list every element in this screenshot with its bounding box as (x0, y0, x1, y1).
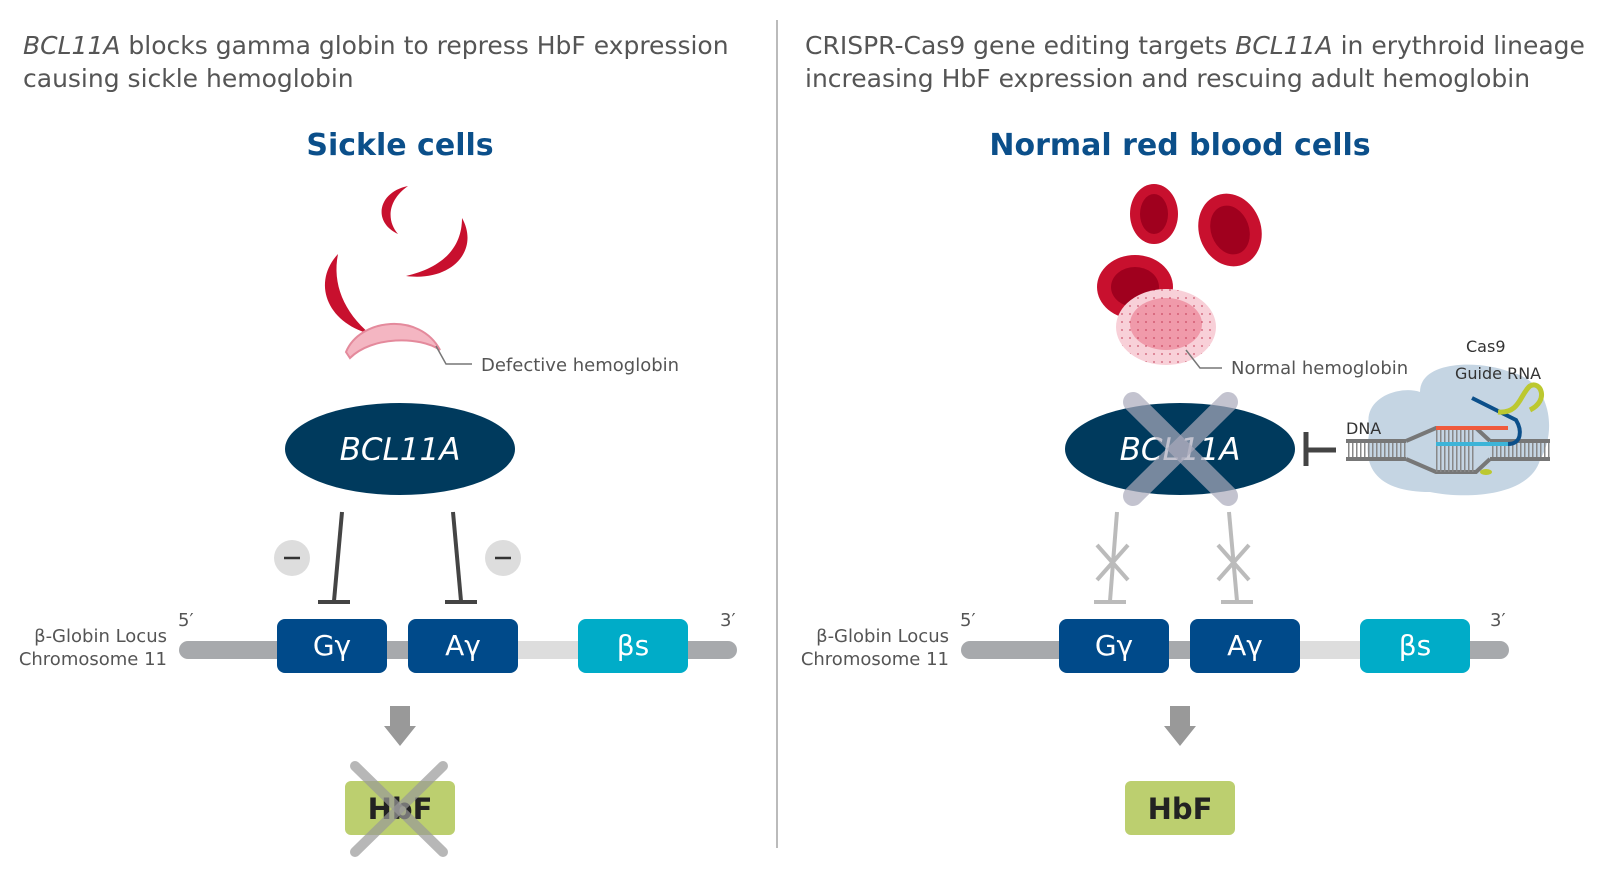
gene-label: βs (1399, 629, 1431, 662)
left-title-line2: causing sickle hemoglobin (23, 64, 354, 93)
left-heading: Sickle cells (306, 128, 493, 163)
five-prime-label: 5′ (178, 610, 194, 631)
inhibition-arrows (318, 511, 477, 604)
gene-beta-s (578, 619, 688, 673)
locus-label: β-Globin Locus (34, 626, 167, 647)
normal-hemoglobin-label: Normal hemoglobin (1231, 358, 1408, 379)
defective-hemoglobin-label: Defective hemoglobin (481, 355, 679, 376)
down-arrow-icon (384, 706, 416, 746)
three-prime-label: 3′ (720, 610, 736, 631)
cas9-label: Cas9 (1466, 337, 1506, 356)
three-prime-label: 3′ (1490, 610, 1506, 631)
right-heading: Normal red blood cells (989, 128, 1370, 163)
down-arrow-icon (1164, 706, 1196, 746)
gene-a-gamma (1190, 619, 1300, 673)
right-title-line1: CRISPR-Cas9 gene editing targets BCL11A … (805, 31, 1585, 60)
blocked-x-icon (1123, 392, 1238, 506)
hbf-label: HbF (1148, 792, 1213, 826)
sickle-cells-illustration (324, 186, 472, 365)
gene-a-gamma (408, 619, 518, 673)
guide-rna-label: Guide RNA (1455, 364, 1541, 383)
right-panel: CRISPR-Cas9 gene editing targets BCL11A … (801, 31, 1585, 835)
cas9-complex (1346, 364, 1550, 496)
locus-label: β-Globin Locus (816, 626, 949, 647)
bcl11a-repressor (285, 403, 515, 495)
gene-label: Aγ (445, 629, 481, 662)
chromosome-label: Chromosome 11 (19, 649, 167, 670)
gene-label: βs (617, 629, 649, 662)
blocked-inhibition-arrows (1094, 511, 1253, 604)
left-title-line1: BCL11A blocks gamma globin to repress Hb… (23, 31, 729, 60)
inhibition-symbol (1303, 432, 1336, 466)
gene-beta-s (1360, 619, 1470, 673)
five-prime-label: 5′ (960, 610, 976, 631)
dna-label: DNA (1346, 419, 1381, 438)
red-blood-cells-illustration (1097, 184, 1262, 369)
gene-g-gamma (277, 619, 387, 673)
bcl11a-label: BCL11A (340, 432, 461, 468)
gene-label: Gγ (1095, 629, 1133, 662)
left-panel: BCL11A blocks gamma globin to repress Hb… (19, 31, 737, 857)
minus-icon (485, 540, 521, 576)
right-title-line2: increasing HbF expression and rescuing a… (805, 64, 1530, 93)
gene-label: Gγ (313, 629, 351, 662)
chromosome-label: Chromosome 11 (801, 649, 949, 670)
hbf-product (1125, 781, 1235, 835)
gene-label: Aγ (1227, 629, 1263, 662)
minus-icon (274, 540, 310, 576)
gene-g-gamma (1059, 619, 1169, 673)
blocked-x-icon (350, 761, 448, 857)
